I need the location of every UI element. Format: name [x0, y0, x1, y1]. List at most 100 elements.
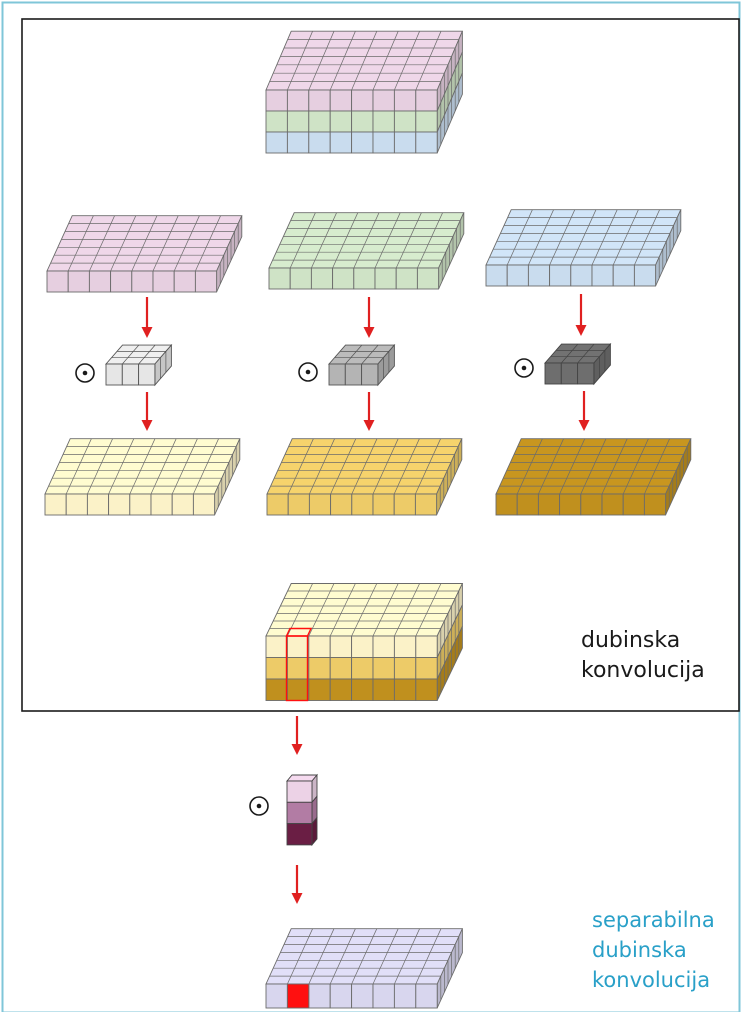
separable-label-line-3: konvolucija — [592, 968, 711, 992]
operator-odot-1 — [75, 363, 95, 383]
grid-line — [351, 438, 378, 495]
block-cell — [310, 267, 334, 290]
operator-odot-2 — [298, 362, 318, 382]
block-cell — [537, 493, 561, 516]
block-cell — [329, 131, 353, 154]
grid-line — [516, 438, 543, 495]
arrow-head — [141, 327, 153, 338]
block-cell — [110, 270, 133, 293]
grid-line — [311, 212, 337, 269]
operator-odot-3 — [514, 358, 534, 378]
block-cell — [286, 780, 313, 803]
block-cell — [286, 110, 310, 133]
block-cell — [351, 131, 374, 154]
arrow-channel-2-to-filter — [363, 297, 375, 338]
block-cell — [577, 362, 595, 385]
block-cell — [46, 270, 69, 293]
grid-line — [417, 212, 443, 269]
arrow-head — [575, 325, 587, 336]
depthwise-filter-3 — [544, 342, 612, 386]
block-cell — [393, 493, 416, 516]
depthwise-frame — [21, 18, 740, 712]
separable-depthwise-convolution-label: separabilna dubinska konvolucija — [592, 905, 715, 995]
block-cell — [372, 678, 395, 701]
grid-line — [332, 212, 359, 269]
block-cell — [372, 635, 395, 658]
block-cell — [485, 264, 508, 287]
block-cell — [265, 89, 288, 112]
block-cell — [308, 678, 331, 701]
grid-line — [308, 31, 335, 91]
block-cell — [65, 493, 88, 516]
grid-line — [415, 438, 441, 495]
block-cell — [591, 264, 614, 287]
grid-line — [393, 438, 420, 495]
block-cell — [152, 270, 175, 293]
grid-line — [353, 212, 380, 269]
block-cell — [173, 270, 196, 293]
block-cell — [330, 493, 353, 516]
grid-line — [415, 31, 442, 91]
block-cell — [150, 493, 173, 516]
grid-line — [152, 215, 179, 272]
block-cell — [266, 493, 289, 516]
grid-line — [195, 215, 221, 272]
block-cell — [495, 493, 518, 516]
depthwise-output-2 — [266, 438, 463, 516]
grid-line — [570, 209, 597, 266]
grid-line — [622, 438, 649, 495]
block-cell — [329, 110, 353, 133]
operator-odot-pointwise — [249, 796, 269, 816]
block-cell — [308, 983, 331, 1009]
block-cell — [393, 657, 417, 680]
block-cell — [580, 493, 603, 516]
block-cell — [332, 267, 355, 290]
block-cell — [265, 110, 288, 133]
block-cell — [192, 493, 216, 516]
grid-line — [372, 438, 399, 495]
grid-line — [308, 583, 335, 637]
block-cell — [414, 493, 438, 516]
grid-line — [538, 438, 564, 495]
block-cell — [416, 267, 440, 290]
arrow-filter-1-to-output — [141, 392, 153, 431]
operator-dot — [521, 365, 527, 371]
grid-line — [329, 31, 356, 91]
block-cell — [633, 264, 657, 287]
grid-line — [612, 209, 639, 266]
block-cell — [265, 678, 288, 701]
grid-line — [372, 928, 399, 985]
block-cell — [121, 363, 140, 386]
depthwise-filter-1 — [105, 343, 173, 387]
block-cell — [372, 89, 395, 112]
block-cell — [308, 131, 331, 154]
block-cell — [506, 264, 529, 287]
operator-dot — [82, 370, 88, 376]
separable-label-line-2: dubinska — [592, 938, 687, 962]
arrow-channel-1-to-filter — [141, 297, 153, 338]
grid-line — [415, 928, 442, 985]
block-cell — [393, 678, 417, 701]
block-cell — [393, 635, 417, 658]
block-cell — [329, 983, 353, 1009]
arrow-filter-3-to-output — [578, 391, 590, 431]
input-channel-3 — [485, 209, 682, 287]
block-cell — [194, 270, 218, 293]
block-cell — [286, 678, 310, 701]
grid-line — [329, 928, 356, 985]
arrow-channel-3-to-filter — [575, 294, 587, 336]
block-cell — [265, 131, 288, 154]
block-cell — [88, 270, 112, 293]
grid-line — [634, 209, 660, 266]
grid-line — [580, 438, 607, 495]
grid-line — [345, 344, 363, 365]
block-cell — [86, 493, 110, 516]
block-cell — [67, 270, 90, 293]
block-cell — [351, 657, 374, 680]
grid-line — [528, 209, 554, 266]
block-cell — [560, 362, 579, 385]
block-cell — [351, 983, 374, 1009]
block-cell — [344, 363, 363, 386]
